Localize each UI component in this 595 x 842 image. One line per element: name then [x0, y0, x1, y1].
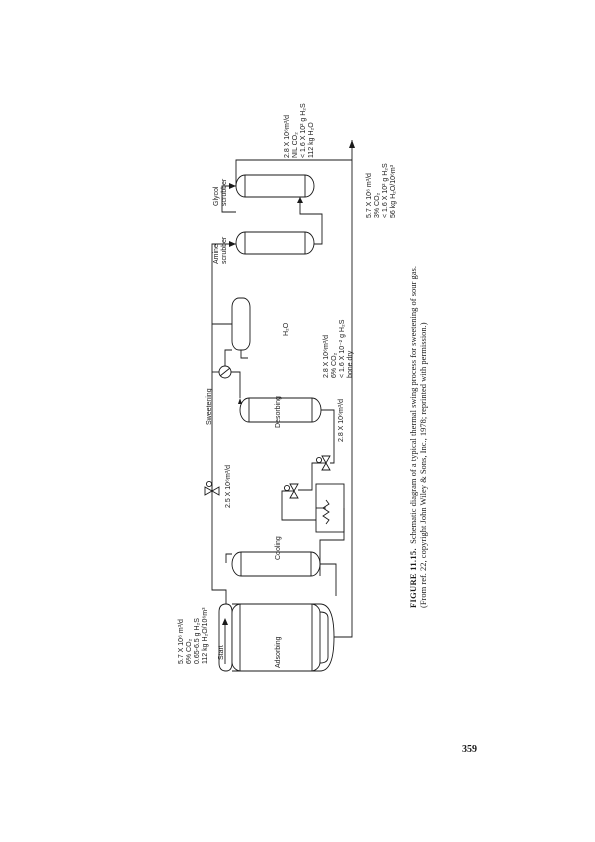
sour-gas-line: 2.8 X 10⁶m³/d [323, 335, 330, 378]
page-number: 359 [462, 744, 477, 755]
feed-line: 0.65-6.5 g H₂S [194, 618, 201, 664]
sales-line: 3% CO₂ [374, 192, 381, 218]
feed-line: 6% CO₂ [186, 638, 193, 664]
water-separator-drum [231, 297, 251, 351]
sales-line: 5.7 X 10⁶ m³/d [366, 173, 373, 218]
stage-desorbing-label: Desorbing [275, 396, 282, 428]
caption-source: (From ref. 22, copyright John Wiley & So… [418, 322, 428, 608]
product-line: 112 kg H₂O [308, 122, 315, 158]
valve-icon [283, 483, 299, 499]
amine-scrubber-vessel [235, 231, 315, 255]
stage-adsorbing-label: Adsorbing [275, 636, 282, 668]
product-line: NIL CO₂ [292, 132, 299, 158]
valve-icon [315, 455, 331, 471]
caption-text: Schematic diagram of a typical thermal s… [408, 266, 418, 544]
sour-gas-conditions: 2.8 X 10⁶m³/d 6% CO₂ < 1.6 X 10⁻² g H₂S … [323, 320, 355, 378]
sales-line: 56 kg H₂O/10⁶m³ [390, 164, 397, 218]
stage-cooling-label: Cooling [275, 536, 282, 560]
desorb-flow-label: 2.8 X 10⁶m³/d [338, 399, 345, 442]
adsorbing-vessel-body [231, 603, 321, 672]
sour-gas-line: < 1.6 X 10⁻² g H₂S [339, 319, 346, 378]
stage-sweetening-label: Sweetening [206, 388, 213, 425]
heater-icon [315, 483, 345, 533]
product-line: < 1.6 X 10² g H₂S [300, 103, 307, 158]
feed-line: 112 kg H₂O/10⁶m³ [202, 607, 209, 664]
sour-gas-line: 6% CO₂ [331, 352, 338, 378]
amine-scrubber-label: Amine scrubber [213, 236, 228, 264]
caption-number: FIGURE 11.15. [408, 548, 418, 608]
feed-line: 5.7 X 10⁶ m³/d [178, 619, 185, 664]
sales-gas-conditions: 5.7 X 10⁶ m³/d 3% CO₂ < 1.6 X 10² g H₂S … [366, 163, 398, 218]
product-line: 2.8 X 10⁶m³/d [284, 115, 291, 158]
glycol-scrubber-label: Glycol scrubber [213, 178, 228, 206]
glycol-scrubber-vessel [235, 174, 315, 198]
sales-line: < 1.6 X 10² g H₂S [382, 163, 389, 218]
sour-gas-line: bone dry [347, 350, 354, 378]
heat-exchanger-icon [218, 365, 232, 379]
valve-icon [204, 480, 220, 496]
feed-conditions: 5.7 X 10⁶ m³/d 6% CO₂ 0.65-6.5 g H₂S 112… [178, 608, 210, 664]
regen-flow-label: 2.5 X 10⁶m³/d [225, 465, 232, 508]
start-label: Start [218, 645, 225, 660]
flow-arrows [222, 140, 355, 625]
water-label: H₂O [283, 322, 290, 336]
process-piping [211, 140, 353, 664]
product-conditions: 2.8 X 10⁶m³/d NIL CO₂ < 1.6 X 10² g H₂S … [284, 103, 316, 158]
figure-caption: FIGURE 11.15. Schematic diagram of a typ… [408, 178, 428, 608]
